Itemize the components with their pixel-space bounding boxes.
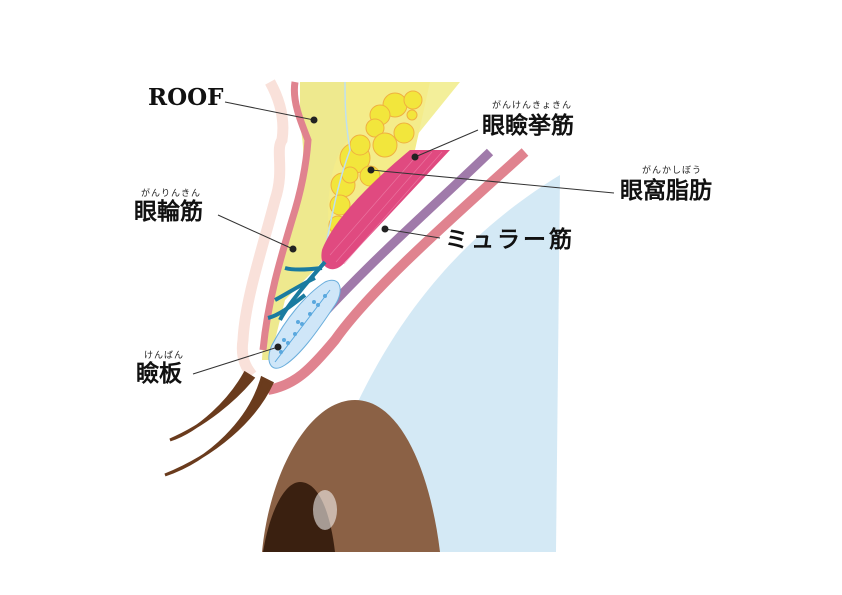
- skin-layer: [236, 79, 289, 379]
- septum-line: [321, 81, 351, 263]
- label-orbital-fat: 眼窩脂肪: [620, 177, 712, 204]
- eyelash: [169, 370, 256, 442]
- conjunctiva-band: [266, 148, 529, 395]
- pink-layer: [259, 81, 312, 351]
- ruby-orbital-fat: がんかしぼう: [642, 166, 703, 176]
- orbicularis-fibers: [267, 260, 327, 321]
- gland-dots: [279, 294, 327, 354]
- roof-layer: [262, 82, 350, 360]
- eyelash: [164, 375, 274, 477]
- fat-globules: [328, 90, 423, 235]
- ruby-orbicularis: がんりんきん: [141, 189, 202, 199]
- meibomian-gland: [274, 289, 331, 363]
- muscle-fibers: [329, 151, 443, 265]
- ruby-levator: がんけんきょきん: [492, 101, 573, 111]
- label-levator: 眼瞼挙筋: [482, 112, 574, 139]
- label-roof: ROOF: [148, 84, 224, 111]
- eye-highlight: [313, 490, 337, 530]
- label-tarsus: 瞼板: [136, 360, 182, 387]
- ruby-tarsus: けんばん: [144, 351, 185, 361]
- label-muller: ミュラー筋: [445, 226, 575, 253]
- label-orbicularis: 眼輪筋: [134, 198, 203, 225]
- marker-dots: [274, 116, 419, 351]
- leader-lines: [192, 101, 615, 375]
